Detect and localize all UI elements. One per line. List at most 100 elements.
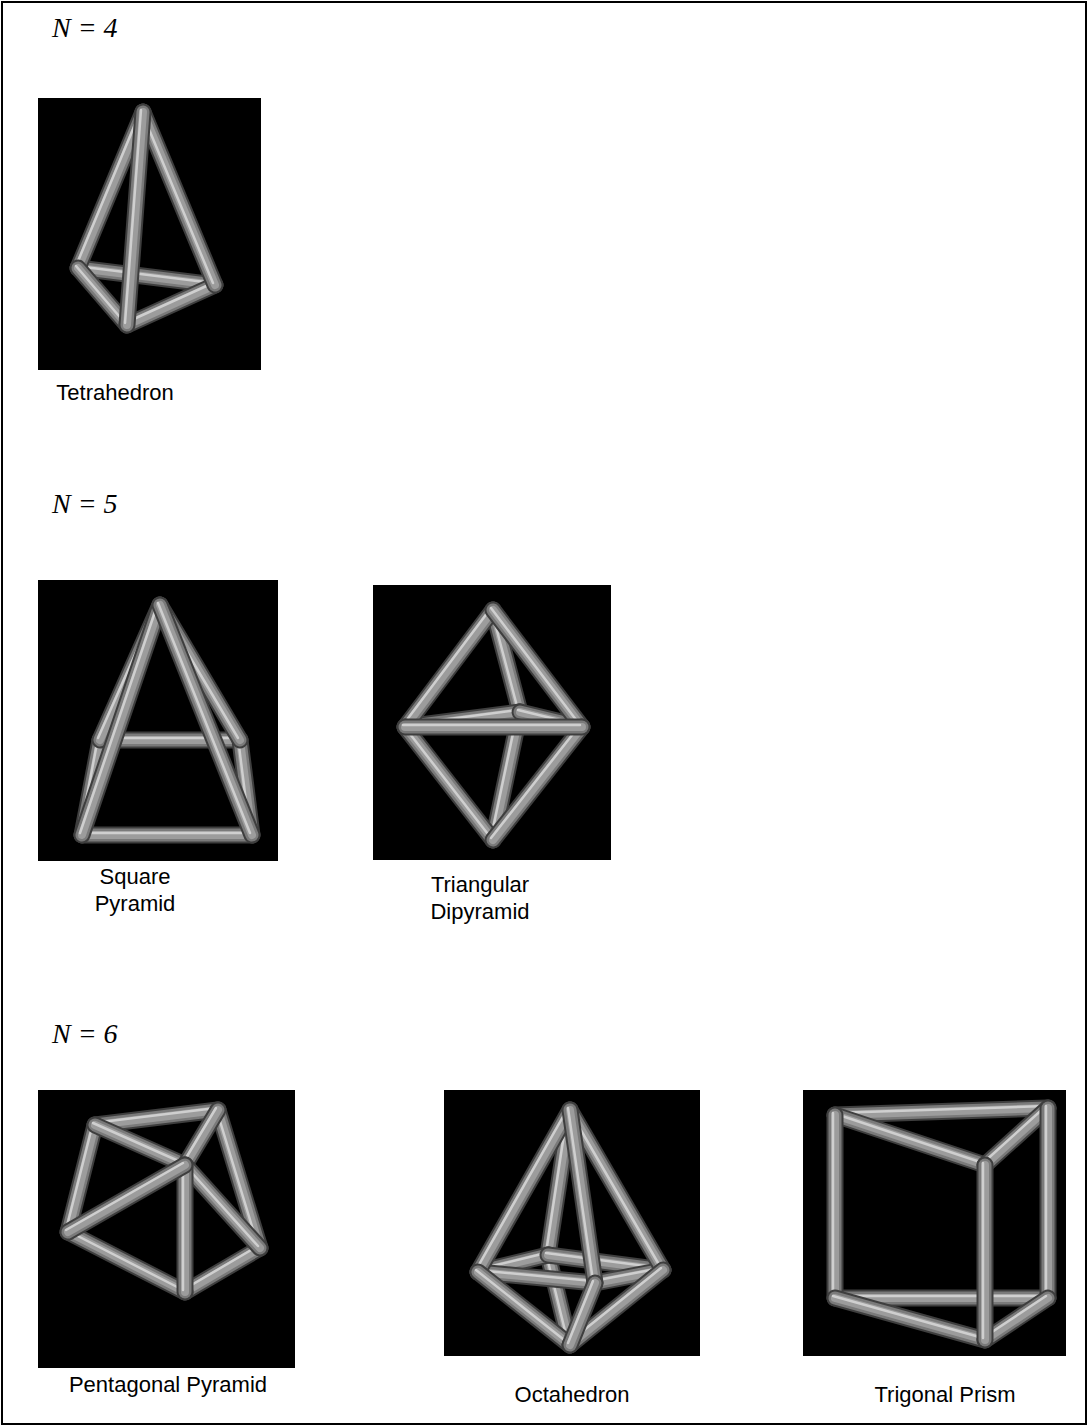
edge-tube xyxy=(76,266,125,323)
edge-tube xyxy=(835,1115,985,1165)
edge-tube xyxy=(491,608,580,725)
edge-tube xyxy=(95,1110,218,1125)
count-heading: N = 5 xyxy=(52,488,118,520)
edge-tube xyxy=(982,1163,985,1338)
edge-tube xyxy=(829,1115,842,1298)
edge-tube xyxy=(405,610,493,727)
edge-tube xyxy=(183,1108,216,1163)
edge-tube xyxy=(985,1298,1048,1340)
edge-tube xyxy=(985,1108,1048,1165)
edge-tube xyxy=(570,1110,595,1283)
edge-tube xyxy=(82,829,252,842)
edge-tube xyxy=(835,1298,985,1340)
shape-name: Triangular Dipyramid xyxy=(405,872,555,926)
edge-tube xyxy=(983,1106,1046,1163)
edge-tube xyxy=(179,1165,192,1292)
edge-tube xyxy=(570,1270,663,1345)
edge-tube xyxy=(833,1106,1046,1113)
edge-tube xyxy=(82,605,160,835)
edge-tube xyxy=(570,1110,595,1283)
edge-tube xyxy=(833,1296,983,1338)
edge-tube xyxy=(570,1283,595,1345)
edge-tube xyxy=(127,285,215,325)
edge-tube xyxy=(403,725,491,838)
edge-tube xyxy=(568,1281,593,1343)
edge-tube xyxy=(493,727,582,840)
edge-tube xyxy=(570,1283,595,1345)
edge-tube xyxy=(405,610,493,727)
edge-tube xyxy=(82,605,160,835)
edge-tube xyxy=(95,1110,218,1125)
edge-tube xyxy=(493,727,582,840)
edge-tube xyxy=(985,1298,1048,1340)
edge-tube xyxy=(478,1110,570,1272)
edge-tube xyxy=(478,1110,570,1272)
edge-tube xyxy=(68,1165,185,1232)
edge-tube xyxy=(405,721,582,734)
edge-tube xyxy=(185,1248,260,1292)
edge-tube xyxy=(493,727,582,840)
edge-tube xyxy=(403,724,580,727)
edge-tube xyxy=(82,827,252,844)
triangular-dipyramid-panel xyxy=(373,585,611,860)
edge-tube xyxy=(127,285,215,325)
edge-tube xyxy=(979,1165,992,1340)
edge-tube xyxy=(183,1246,258,1290)
shape-name: Octahedron xyxy=(482,1382,662,1409)
edge-tube xyxy=(833,1295,1046,1298)
shape-name: Pentagonal Pyramid xyxy=(28,1372,308,1399)
edge-tube xyxy=(977,1165,994,1340)
edge-tube xyxy=(66,1230,183,1290)
edge-tube xyxy=(835,1298,985,1340)
edge-tube xyxy=(127,112,143,325)
edge-tube xyxy=(127,112,143,325)
edge-tube xyxy=(82,605,160,835)
edge-tube xyxy=(405,610,493,727)
edge-tube xyxy=(185,1248,260,1292)
edge-tube xyxy=(570,1270,663,1345)
edge-tube xyxy=(185,1110,218,1165)
edge-tube xyxy=(570,1270,663,1345)
edge-tube xyxy=(95,1110,218,1125)
edge-tube xyxy=(833,1113,983,1163)
octahedron-panel xyxy=(444,1090,700,1356)
square-pyramid-panel xyxy=(38,580,278,861)
edge-tube xyxy=(835,1298,985,1340)
edge-tube xyxy=(827,1115,844,1298)
edge-tube xyxy=(1040,1108,1057,1298)
edge-tube xyxy=(177,1165,194,1292)
trigonal-prism-panel xyxy=(803,1090,1066,1356)
edge-tube xyxy=(66,1163,183,1230)
edge-tube xyxy=(127,112,143,325)
edge-tube xyxy=(125,110,141,323)
shape-name: Tetrahedron xyxy=(40,380,190,407)
count-heading: N = 4 xyxy=(52,12,118,44)
tetrahedron-panel xyxy=(38,98,261,370)
edge-tube xyxy=(185,1248,260,1292)
edge-tube xyxy=(832,1113,835,1296)
edge-tube xyxy=(93,1123,183,1163)
edge-tube xyxy=(1045,1106,1048,1296)
edge-tube xyxy=(985,1298,1048,1340)
pentagonal-pyramid-panel xyxy=(38,1090,295,1368)
edge-tube xyxy=(476,1270,568,1343)
edge-tube xyxy=(570,1283,595,1345)
edge-tube xyxy=(68,1165,185,1232)
shape-name: Square Pyramid xyxy=(75,864,195,918)
edge-tube xyxy=(127,285,215,325)
edge-tube xyxy=(835,1115,985,1165)
edge-tube xyxy=(570,1110,595,1283)
edge-tube xyxy=(80,832,250,835)
wireframe-tubes xyxy=(66,110,1048,1345)
edge-tube xyxy=(985,1108,1048,1165)
edge-tube xyxy=(985,1108,1048,1165)
shape-name: Trigonal Prism xyxy=(845,1382,1045,1409)
edge-tube xyxy=(141,110,213,283)
edge-tube xyxy=(405,719,582,736)
edge-tube xyxy=(185,1110,218,1165)
edge-tube xyxy=(1042,1108,1055,1298)
edge-tube xyxy=(158,603,250,833)
edge-tube xyxy=(93,1108,216,1123)
edge-tube xyxy=(568,1108,593,1281)
